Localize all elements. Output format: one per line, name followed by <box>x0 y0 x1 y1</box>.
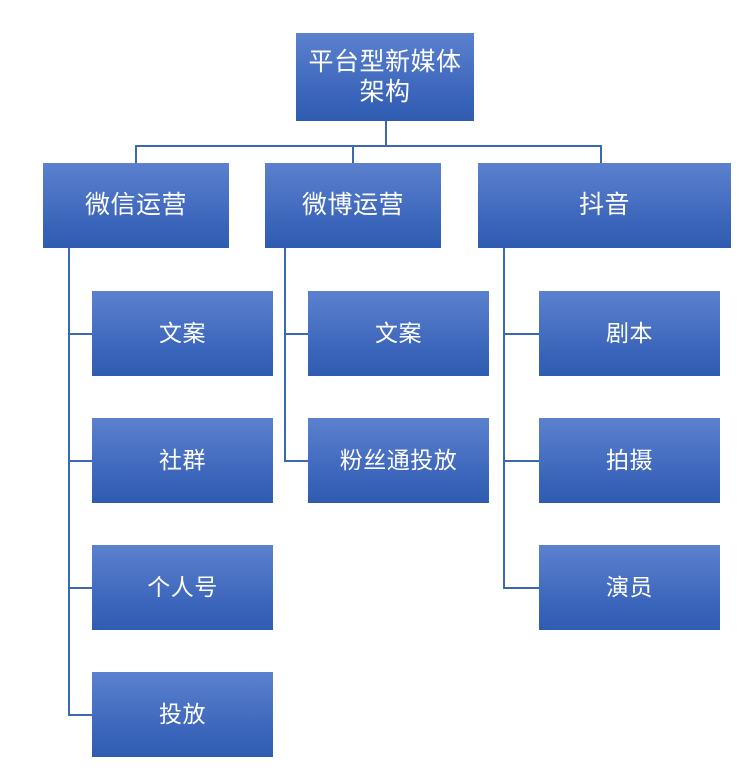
connector-stub-douyin-3 <box>503 587 540 589</box>
connector-stub-wechat-4 <box>68 714 93 716</box>
node-branch-weibo[interactable]: 微博运营 <box>265 163 441 248</box>
node-branch-wechat[interactable]: 微信运营 <box>43 163 229 248</box>
connector-stub-weibo-1 <box>284 333 309 335</box>
node-branch-douyin[interactable]: 抖音 <box>478 163 731 248</box>
connector-drop-wechat <box>135 145 137 164</box>
node-leaf-wechat-personal-account[interactable]: 个人号 <box>92 545 273 630</box>
connector-stub-weibo-2 <box>284 460 309 462</box>
connector-drop-douyin <box>600 145 602 164</box>
connector-stub-wechat-3 <box>68 587 93 589</box>
connector-stub-douyin-1 <box>503 333 540 335</box>
connector-trunk-wechat <box>68 248 70 716</box>
connector-stub-wechat-1 <box>68 333 93 335</box>
connector-trunk-weibo <box>284 248 286 462</box>
connector-drop-weibo <box>352 145 354 164</box>
node-leaf-douyin-actor[interactable]: 演员 <box>539 545 720 630</box>
node-leaf-douyin-script[interactable]: 剧本 <box>539 291 720 376</box>
connector-root-stem <box>385 120 387 147</box>
node-leaf-wechat-copywriting[interactable]: 文案 <box>92 291 273 376</box>
node-leaf-wechat-ads[interactable]: 投放 <box>92 672 273 757</box>
node-leaf-weibo-copywriting[interactable]: 文案 <box>308 291 489 376</box>
node-root[interactable]: 平台型新媒体架构 <box>296 33 474 121</box>
connector-stub-wechat-2 <box>68 460 93 462</box>
connector-stub-douyin-2 <box>503 460 540 462</box>
connector-trunk-douyin <box>503 248 505 589</box>
node-leaf-weibo-fantong-ads[interactable]: 粉丝通投放 <box>308 418 489 503</box>
connector-level2-bus <box>136 145 601 147</box>
node-leaf-wechat-community[interactable]: 社群 <box>92 418 273 503</box>
node-leaf-douyin-filming[interactable]: 拍摄 <box>539 418 720 503</box>
